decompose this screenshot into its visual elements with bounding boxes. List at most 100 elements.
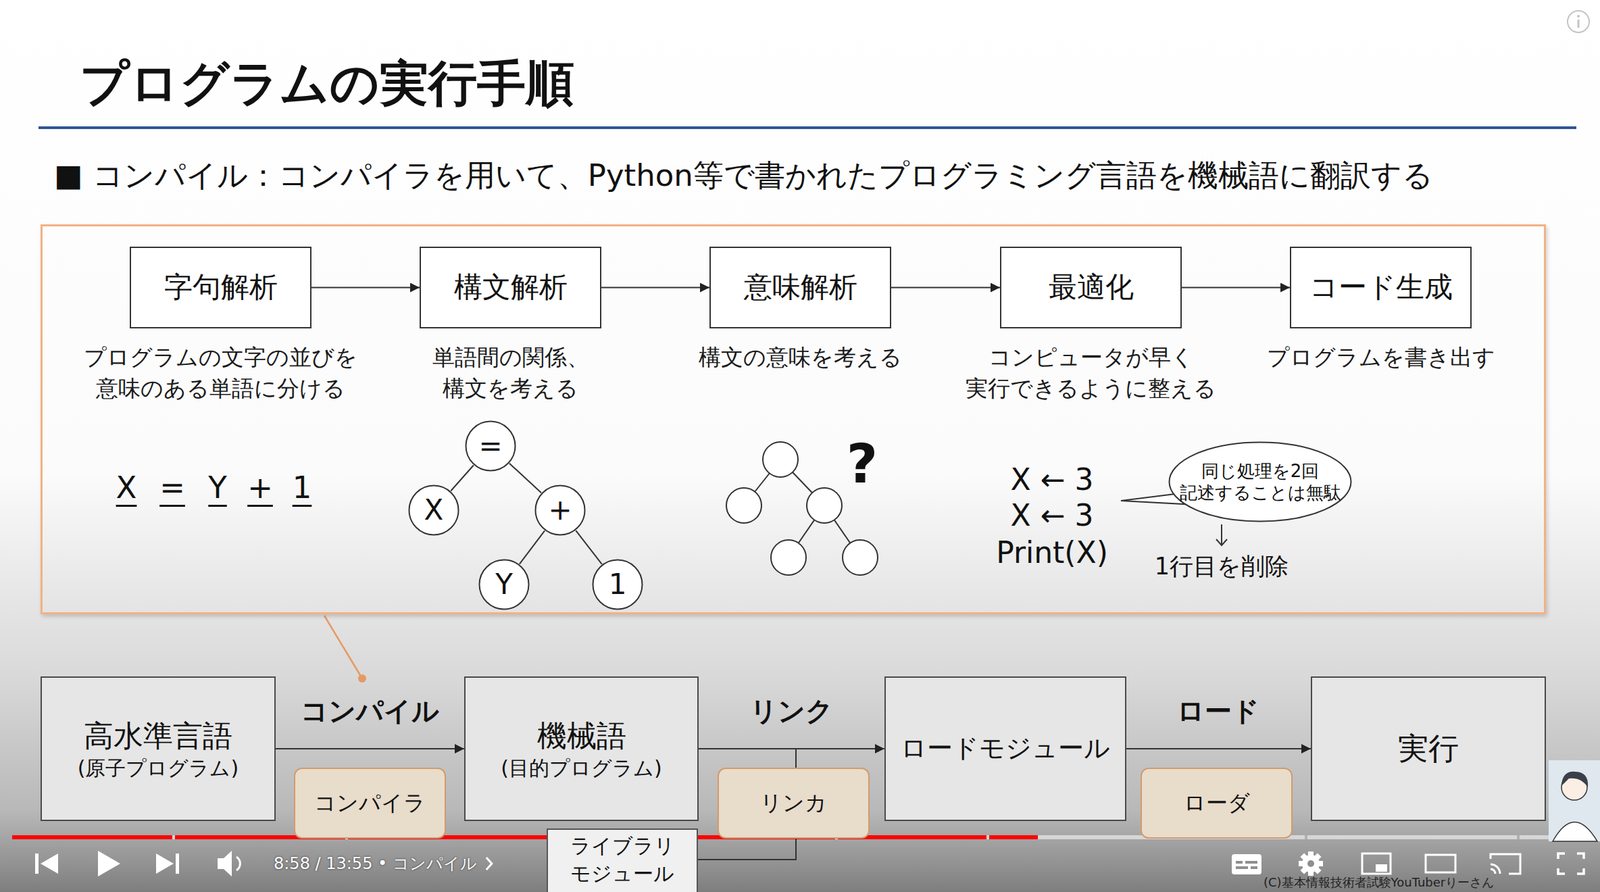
chapter-gap [1516,835,1520,840]
avatar-ground [1548,760,1600,842]
next-icon [175,853,180,874]
leader-dot [358,674,367,683]
chapter-gap [1304,835,1308,840]
syntax-tree-node: X [408,484,460,536]
presenter-avatar [1548,760,1600,842]
gear-tooth [1308,870,1314,876]
process-box: 意味解析構文の意味を考える [709,246,892,329]
subtitles-icon [1231,854,1262,875]
fullscreen-corner [1558,853,1565,859]
process-box: 最適化コンピュータが早く 実行できるように整える [1000,246,1182,329]
stage-title: 高水準言語 [83,716,233,755]
syntax-tree-node: + [534,484,586,536]
tool-box: コンパイラ [293,767,446,839]
compile-steps-panel: X=Y+1?X ← 3X ← 3Print(X)1行目を削除字句解析プログラムの… [40,224,1546,615]
circle-outline [466,421,516,471]
result-note: 1行目を削除 [1154,552,1289,581]
process-description: コンピュータが早く 実行できるように整える [957,341,1225,405]
syntax-tree-node: = [464,420,517,472]
stage-box: 高水準言語(原子プログラム) [40,676,276,821]
next-icon [156,853,174,874]
prev-icon [35,853,39,874]
title-rule [38,126,1577,130]
library-box-text: ライブラリ モジュール [561,832,684,888]
tree-branch [509,463,542,493]
tree-branch [575,530,603,565]
tree-circle [770,539,807,575]
connector-label: リンク [750,694,834,728]
process-box: 構文解析単語間の関係、 構文を考える [419,246,602,329]
code-line: X ← 3 [1010,497,1094,534]
bullet-heading: ■ コンパイル：コンパイラを用いて、Python等で書かれたプログラミング言語を… [54,157,1434,194]
connector-label: コンパイル [300,694,440,728]
gear-tooth [1313,852,1321,861]
code-token: = [159,469,186,507]
stage-title: ロードモジュール [900,731,1111,765]
bubble-outline [1169,442,1352,522]
down-arrow-shaft [1220,524,1223,545]
chapter-chevron [486,857,492,870]
syntax-tree-node-text: = [478,431,503,461]
gear-tooth [1308,851,1314,857]
tree-branch [450,464,474,491]
code-token: + [247,469,273,507]
library-box: ライブラリ モジュール [546,828,698,892]
theater-icon [1425,854,1456,873]
miniplayer-icon [1362,853,1391,874]
gear-tooth [1313,866,1321,874]
syntax-tree-node-text: X [424,495,444,525]
flow-arrow [697,748,885,860]
prev-icon [40,853,59,874]
process-title: 字句解析 [164,270,278,305]
flow-arrow [601,287,710,289]
fullscreen-corner [1558,868,1565,874]
fullscreen-corner [1577,868,1584,874]
connector-label: ロード [1177,694,1260,728]
circle-outline [535,485,586,536]
tool-box-text: コンパイラ [314,789,426,816]
settings-icon [1298,851,1323,876]
code-token: Y [208,469,228,507]
player-time: 8:58 / 13:55 • コンパイル [273,854,478,874]
progress-played [989,835,1038,840]
gear-tooth [1300,852,1308,861]
stage-box: 実行 [1310,676,1546,821]
tool-box: リンカ [717,767,870,839]
circle-outline [479,560,530,610]
avatar-hair [1561,771,1588,788]
process-box: 字句解析プログラムの文字の並びを 意味のある単語に分ける [129,246,312,329]
progress-played [12,835,173,840]
gear-tooth [1317,860,1323,867]
gear-tooth [1298,860,1305,867]
watermark: (C)基本情報技術者試験YouTuberりーさん [1263,875,1494,890]
process-box: コード生成プログラムを書き出す [1289,246,1472,329]
syntax-tree-node: Y [478,558,530,611]
cast-icon [1490,854,1521,874]
fullscreen-corner [1577,853,1584,859]
play-icon [97,850,121,877]
subtitles-icon [1250,866,1258,869]
process-description: 単語間の関係、 構文を考える [421,341,600,405]
code-line: X ← 3 [1010,462,1094,498]
stage-box: ロードモジュール [884,676,1127,821]
info-bar [1577,19,1580,28]
subtitles-icon [1245,860,1258,864]
flow-arrow [1181,287,1290,289]
player-controls [35,850,1584,877]
stage-box: 機械語(目的プログラム) [464,676,699,821]
volume-icon [217,850,232,877]
tree-circle [842,539,878,575]
tree-branch [519,530,545,564]
code-token: 1 [292,469,313,507]
tool-box-text: ローダ [1183,789,1250,816]
flow-arrow [311,287,420,289]
fullscreen-icon [1558,853,1584,874]
process-title: 構文解析 [454,270,568,305]
subtitles-icon [1235,866,1248,869]
gear-hole [1307,860,1315,867]
info-icon [1567,10,1590,33]
volume-icon [236,856,240,871]
process-title: 意味解析 [743,270,858,305]
process-description: 構文の意味を考える [698,341,903,373]
syntax-tree-node-text: 1 [608,570,628,599]
